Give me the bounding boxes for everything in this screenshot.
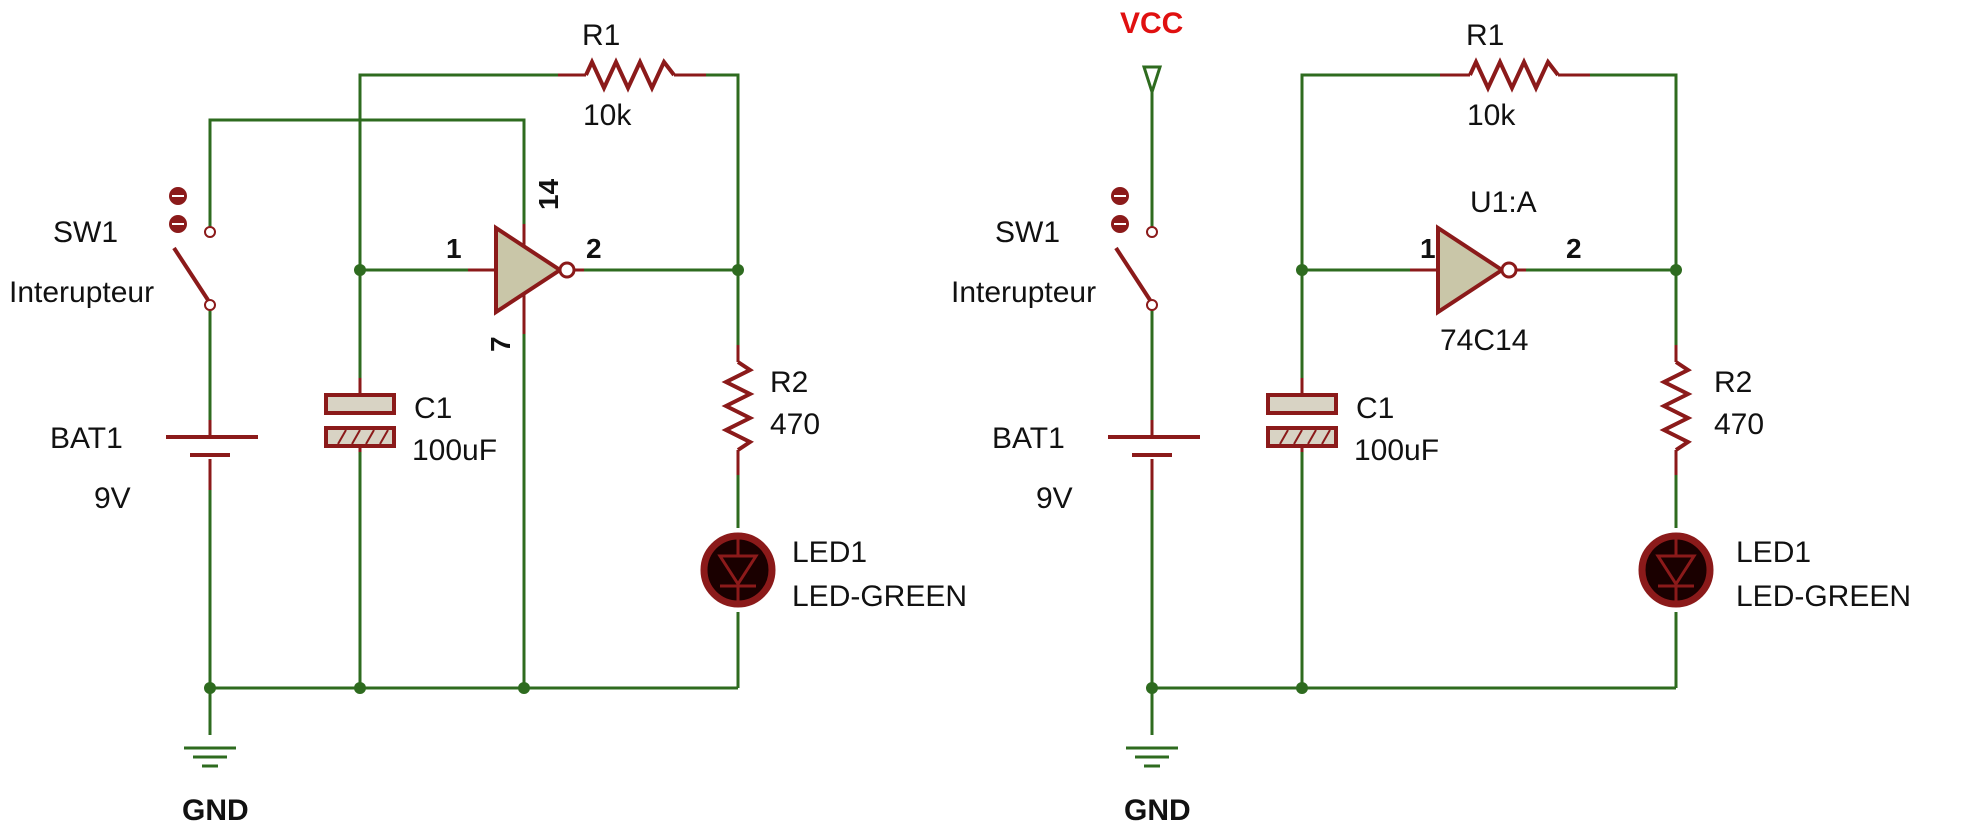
gnd-label: GND [1124, 794, 1191, 827]
bat1-ref-label: BAT1 [992, 422, 1065, 455]
gate-ref-label: U1:A [1470, 186, 1537, 219]
junction-dot [732, 264, 744, 276]
r2-ref-label: R2 [770, 366, 808, 399]
bat1-ref-label: BAT1 [50, 422, 123, 455]
junction-dot [1146, 682, 1158, 694]
bat1-value-label: 9V [94, 482, 131, 515]
right-junctions [1146, 264, 1682, 694]
battery-bat1: BAT1 9V [50, 420, 258, 515]
junction-dot [204, 682, 216, 694]
gnd-label: GND [182, 794, 249, 827]
ground-symbol: GND [182, 746, 249, 827]
led-led1: LED1 LED-GREEN [700, 532, 967, 613]
gate-value-label: 74C14 [1440, 324, 1528, 357]
r2-ref-label: R2 [1714, 366, 1752, 399]
c1-ref-label: C1 [414, 392, 452, 425]
battery-bat1: BAT1 9V [992, 420, 1200, 515]
gate-pin-vcc-label: 14 [533, 178, 564, 210]
left-junctions [204, 264, 744, 694]
junction-dot [1296, 682, 1308, 694]
gate-pin-in-label: 1 [446, 233, 462, 264]
r2-value-label: 470 [1714, 408, 1764, 441]
bat1-value-label: 9V [1036, 482, 1073, 515]
capacitor-c1: C1 100uF [1266, 378, 1439, 467]
gate-pin-gnd-label: 7 [485, 336, 516, 352]
right-wires [1150, 73, 1678, 735]
gate-pin-out-label: 2 [1566, 233, 1582, 264]
junction-dot [354, 682, 366, 694]
resistor-r1: R1 10k [558, 19, 706, 132]
switch-sw1: SW1 Interupteur [9, 187, 216, 311]
gate-pin-out-label: 2 [586, 233, 602, 264]
led1-value-label: LED-GREEN [1736, 580, 1911, 613]
left-wires [208, 73, 740, 735]
vcc-label: VCC [1120, 7, 1183, 40]
capacitor-c1: C1 100uF [324, 378, 497, 467]
resistor-r2: R2 470 [721, 345, 820, 475]
junction-dot [1670, 264, 1682, 276]
r1-value-label: 10k [1467, 99, 1516, 132]
junction-dot [354, 264, 366, 276]
inverter-gate: 1 2 14 7 [446, 178, 602, 352]
gate-pin-in-label: 1 [1420, 233, 1436, 264]
c1-ref-label: C1 [1356, 392, 1394, 425]
sw1-ref-label: SW1 [995, 216, 1060, 249]
resistor-r1: R1 10k [1440, 19, 1590, 132]
right-circuit: VCC R1 10k [951, 7, 1911, 827]
sw1-value-label: Interupteur [951, 276, 1096, 309]
sw1-value-label: Interupteur [9, 276, 154, 309]
r2-value-label: 470 [770, 408, 820, 441]
led1-ref-label: LED1 [1736, 536, 1811, 569]
led1-ref-label: LED1 [792, 536, 867, 569]
ground-symbol: GND [1124, 746, 1191, 827]
left-circuit: R1 10k SW1 Interupteur BAT1 9V [9, 19, 967, 827]
r1-value-label: 10k [583, 99, 632, 132]
led1-value-label: LED-GREEN [792, 580, 967, 613]
inverter-gate: U1:A 74C14 1 2 [1410, 186, 1582, 357]
junction-dot [1296, 264, 1308, 276]
c1-value-label: 100uF [1354, 434, 1439, 467]
junction-dot [518, 682, 530, 694]
r1-ref-label: R1 [1466, 19, 1504, 52]
r1-ref-label: R1 [582, 19, 620, 52]
c1-value-label: 100uF [412, 434, 497, 467]
switch-sw1: SW1 Interupteur [951, 187, 1158, 311]
led-led1: LED1 LED-GREEN [1638, 532, 1911, 613]
sw1-ref-label: SW1 [53, 216, 118, 249]
resistor-r2: R2 470 [1659, 345, 1764, 475]
vcc-terminal: VCC [1120, 7, 1183, 232]
